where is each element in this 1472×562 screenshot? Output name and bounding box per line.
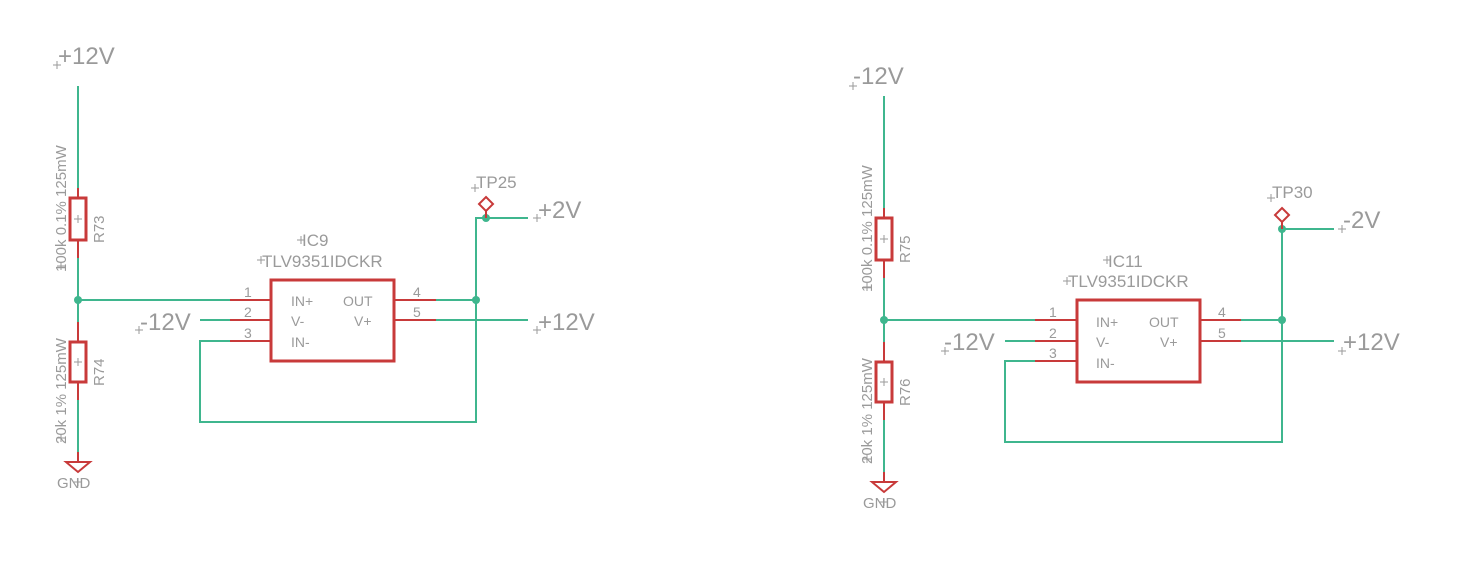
opamp-ic11[interactable] (1035, 298, 1241, 384)
left-output-wire (436, 217, 528, 301)
left-junction-divider (74, 296, 82, 304)
ic9-pin-in-plus: IN+ (291, 293, 313, 309)
right-junction-output (1278, 316, 1286, 324)
ic11-pin-2: 2 (1049, 325, 1057, 341)
opamp-ic9[interactable] (230, 278, 436, 363)
pos-supply-right: +12V (1343, 329, 1400, 356)
out-net-left: +2V (538, 197, 581, 224)
ic11-pin-v-minus: V- (1096, 334, 1110, 350)
ic9-pin-4: 4 (413, 284, 421, 300)
ic11-pin-in-plus: IN+ (1096, 314, 1118, 330)
testpoint-tp30[interactable] (1273, 206, 1291, 229)
ic9-pin-5: 5 (413, 304, 421, 320)
right-output-wire (1241, 228, 1334, 321)
origin-markers (53, 61, 1346, 506)
ic9-pin-v-plus: V+ (354, 313, 372, 329)
r76-name: R76 (897, 378, 914, 406)
left-junction-output (472, 296, 480, 304)
ic9-pin-out: OUT (343, 293, 373, 309)
out-net-right: -2V (1343, 207, 1380, 234)
ic9-pin-2: 2 (244, 304, 252, 320)
left-circuit: 100k 0.1% 125mW R73 20k 1% 125mW R74 GND… (53, 43, 595, 492)
tp25-name: TP25 (476, 173, 517, 192)
ic11-pin-in-minus: IN- (1096, 355, 1115, 371)
ic9-name: IC9 (302, 231, 328, 250)
resistor-r76[interactable] (874, 342, 894, 420)
r73-name: R73 (91, 215, 108, 243)
ic11-pin-1: 1 (1049, 304, 1057, 320)
ic11-name: IC11 (1108, 252, 1143, 271)
r75-name: R75 (897, 235, 914, 263)
ic11-pin-v-plus: V+ (1160, 334, 1178, 350)
r76-value: 20k 1% 125mW (859, 357, 876, 464)
ic11-pin-5: 5 (1218, 325, 1226, 341)
supply-top-right: -12V (853, 63, 904, 90)
neg-supply-left: -12V (140, 309, 191, 336)
ic11-pin-3: 3 (1049, 345, 1057, 361)
supply-top-left: +12V (58, 43, 115, 70)
gnd-symbol-right (869, 472, 899, 494)
right-circuit: 100k 0.1% 125mW R75 20k 1% 125mW R76 GND… (853, 63, 1400, 512)
ic11-part: TLV9351IDCKR (1068, 272, 1189, 291)
right-feedback-wire (1004, 320, 1283, 443)
ic9-part: TLV9351IDCKR (262, 252, 383, 271)
ic11-pin-out: OUT (1149, 314, 1179, 330)
ic9-pin-3: 3 (244, 325, 252, 341)
testpoint-tp25[interactable] (477, 195, 495, 218)
resistor-r73[interactable] (68, 188, 88, 258)
ic9-pin-1: 1 (244, 284, 252, 300)
ic9-pin-in-minus: IN- (291, 334, 310, 350)
pos-supply-left: +12V (538, 309, 595, 336)
r75-value: 100k 0.1% 125mW (859, 164, 876, 292)
tp30-name: TP30 (1272, 183, 1313, 202)
ic11-pin-4: 4 (1218, 304, 1226, 320)
r74-name: R74 (91, 358, 108, 386)
resistor-r74[interactable] (68, 322, 88, 400)
gnd-label-left: GND (57, 475, 91, 492)
r74-value: 20k 1% 125mW (53, 337, 70, 444)
gnd-symbol-left (63, 452, 93, 474)
resistor-r75[interactable] (874, 208, 894, 278)
right-junction-divider (880, 316, 888, 324)
ic9-pin-v-minus: V- (291, 313, 305, 329)
left-feedback-wire (199, 300, 477, 423)
gnd-label-right: GND (863, 495, 897, 512)
r73-value: 100k 0.1% 125mW (53, 144, 70, 272)
neg-supply-right: -12V (944, 329, 995, 356)
